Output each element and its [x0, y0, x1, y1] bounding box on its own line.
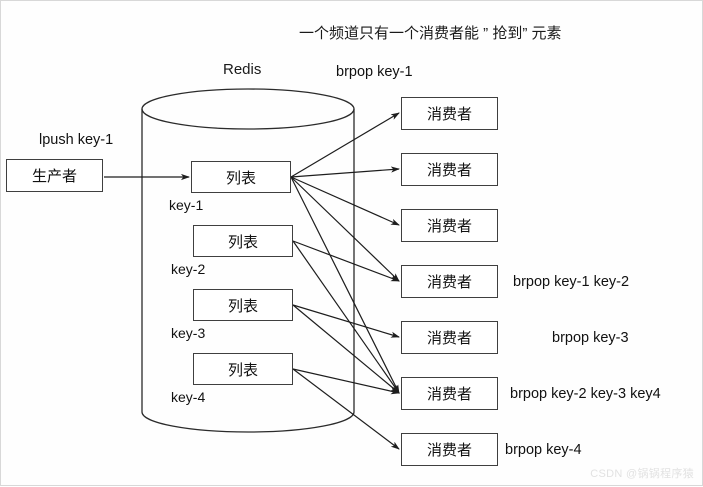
list-label: 列表 [227, 361, 258, 379]
consumer-label: 消费者 [426, 386, 472, 403]
consumer-label: 消费者 [426, 106, 472, 123]
list-key3-arrows [292, 304, 400, 394]
list-label: 列表 [227, 297, 258, 315]
consumer-command-4: brpop key-1 key-2 [513, 274, 630, 290]
consumer-box-7[interactable]: 消费者 [401, 433, 498, 466]
redis-store-label: Redis [223, 61, 262, 78]
top-command-label: brpop key-1 [336, 64, 413, 80]
list-key-label-4: key-4 [171, 389, 206, 405]
consumer-label: 消费者 [426, 274, 472, 291]
consumer-box-1[interactable]: 消费者 [401, 97, 498, 130]
consumer-box-2[interactable]: 消费者 [401, 153, 498, 186]
list-key1-arrows [290, 112, 400, 394]
list-box-key-1[interactable]: 列表 [191, 161, 291, 193]
consumer-box-5[interactable]: 消费者 [401, 321, 498, 354]
consumer-label: 消费者 [426, 162, 472, 179]
producer-box[interactable]: 生产者 [6, 159, 103, 192]
list-key-label-3: key-3 [171, 325, 206, 341]
consumer-command-7: brpop key-4 [505, 442, 582, 458]
list-box-key-3[interactable]: 列表 [193, 289, 293, 321]
consumer-box-6[interactable]: 消费者 [401, 377, 498, 410]
consumer-box-4[interactable]: 消费者 [401, 265, 498, 298]
list-key-label-1: key-1 [169, 197, 204, 213]
list-label: 列表 [227, 233, 258, 251]
watermark: CSDN @锅锅程序猿 [590, 468, 694, 480]
consumer-command-5: brpop key-3 [552, 330, 629, 346]
consumer-label: 消费者 [426, 218, 472, 235]
producer-command-label: lpush key-1 [39, 132, 114, 148]
list-box-key-2[interactable]: 列表 [193, 225, 293, 257]
list-box-key-4[interactable]: 列表 [193, 353, 293, 385]
list-key-label-2: key-2 [171, 261, 206, 277]
consumer-box-3[interactable]: 消费者 [401, 209, 498, 242]
producer-label: 生产者 [31, 168, 77, 185]
list-key4-arrows [292, 368, 400, 450]
consumer-command-6: brpop key-2 key-3 key4 [510, 386, 661, 402]
consumer-label: 消费者 [426, 330, 472, 347]
list-key2-arrows [292, 240, 400, 394]
diagram-title: 一个频道只有一个消费者能 ” 抢到” 元素 [299, 25, 562, 42]
list-label: 列表 [225, 169, 256, 187]
consumer-label: 消费者 [426, 442, 472, 459]
